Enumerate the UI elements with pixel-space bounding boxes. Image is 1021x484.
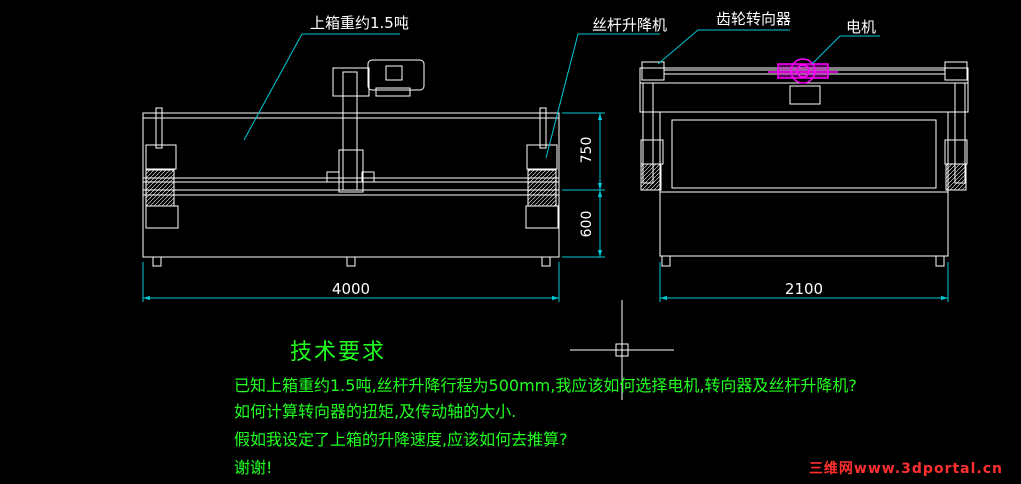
lower-frame-outline xyxy=(142,189,560,258)
right-gear-turner xyxy=(944,61,968,81)
requirements-line-4: 谢谢! xyxy=(234,458,273,477)
left-gear-turner xyxy=(641,61,665,81)
requirements-line-2: 如何计算转向器的扭矩,及传动轴的大小. xyxy=(234,402,517,421)
crosshair-icon xyxy=(570,300,674,400)
requirements-line-1: 已知上箱重约1.5吨,丝杆升降行程为500mm,我应该如何选择电机,转向器及丝杆… xyxy=(234,376,857,395)
side-body-outline xyxy=(659,111,949,193)
side-view xyxy=(639,61,969,267)
callout-screw-lift: 丝杆升降机 xyxy=(592,16,667,34)
front-motor xyxy=(367,59,425,91)
requirements-line-3: 假如我设定了上箱的升降速度,应该如何去推算? xyxy=(234,430,568,449)
side-motor xyxy=(768,58,838,84)
leader-lines xyxy=(243,29,880,159)
requirements-title: 技术要求 xyxy=(290,340,387,365)
dim-width-side: 2100 xyxy=(785,280,823,298)
callout-gear-turner: 齿轮转向器 xyxy=(716,10,791,28)
dim-height-upper: 750 xyxy=(579,137,595,164)
dim-length-front: 4000 xyxy=(332,280,370,298)
dimension-lines xyxy=(142,112,949,302)
callout-motor: 电机 xyxy=(846,18,876,36)
watermark-text: 三维网www.3dportal.cn xyxy=(808,461,1003,477)
dim-height-lower: 600 xyxy=(579,211,595,238)
callout-upper-box: 上箱重约1.5吨 xyxy=(310,14,409,32)
front-view xyxy=(142,59,560,267)
